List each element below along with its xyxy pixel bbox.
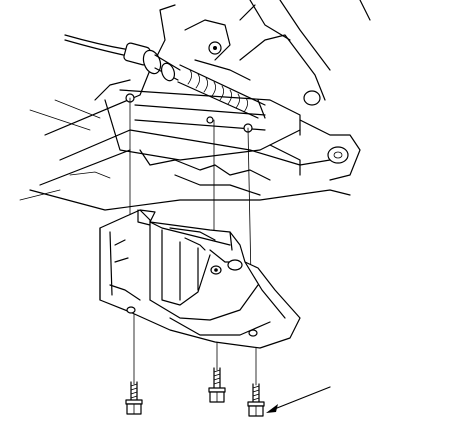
shift-cable xyxy=(64,34,266,119)
callout-arrow-icon xyxy=(266,386,331,413)
transmission-housing xyxy=(19,0,371,211)
bolt-left xyxy=(125,381,143,415)
splash-shield xyxy=(99,209,301,349)
bolt-center xyxy=(208,367,226,403)
bolt-right xyxy=(247,383,265,417)
